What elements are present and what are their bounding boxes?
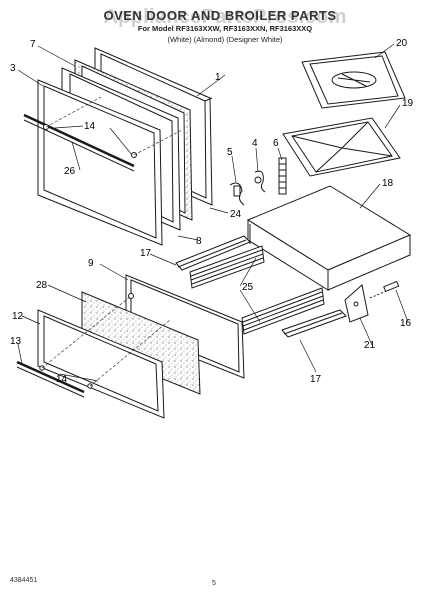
broiler-drawer-part-18 xyxy=(246,185,412,291)
callout-28: 28 xyxy=(36,280,48,291)
finish-note: (White) (Almond) (Designer White) xyxy=(167,35,283,44)
callout-20: 20 xyxy=(396,38,408,49)
alignment-lines xyxy=(41,96,183,387)
callout-18: 18 xyxy=(382,178,394,189)
slide-rail-part-17-upper xyxy=(175,235,251,271)
callout-25: 25 xyxy=(242,282,254,293)
spring-part-6 xyxy=(278,157,287,195)
watermark: AppliancePartsPros.com xyxy=(103,6,347,28)
callout-labels: 1 3 4 5 6 7 8 9 12 13 14 14 16 17 17 18 … xyxy=(10,38,414,385)
model-list: For Model RF3163XXW, RF3163XXN, RF3163XX… xyxy=(137,24,313,33)
callout-14-upper: 14 xyxy=(84,121,96,132)
drawer-glide-part-25-b xyxy=(241,287,325,335)
callout-8: 8 xyxy=(196,236,202,247)
callout-26: 26 xyxy=(64,166,76,177)
callout-4: 4 xyxy=(252,138,258,149)
broiler-grid-part-20 xyxy=(301,51,406,109)
callout-7: 7 xyxy=(30,39,36,50)
hinge-part-4 xyxy=(254,170,266,193)
callout-13: 13 xyxy=(10,336,22,347)
callout-16: 16 xyxy=(400,318,412,329)
callout-5: 5 xyxy=(227,147,233,158)
diagram-title: OVEN DOOR AND BROILER PARTS xyxy=(103,8,337,23)
callout-12: 12 xyxy=(12,311,24,322)
callout-17-lower: 17 xyxy=(310,374,322,385)
callout-1: 1 xyxy=(215,72,221,83)
callout-9: 9 xyxy=(88,258,94,269)
drawer-glide-part-25-a xyxy=(189,245,265,289)
outer-door-part-3 xyxy=(37,79,163,246)
bracket-part-21 xyxy=(344,284,369,323)
leader-lines xyxy=(17,43,409,382)
door-handle-part-26 xyxy=(23,113,137,172)
broiler-pan-part-19 xyxy=(282,117,401,177)
callout-3: 3 xyxy=(10,63,16,74)
callout-21: 21 xyxy=(364,340,376,351)
callout-17-upper: 17 xyxy=(140,248,152,259)
broiler-outer-door-part-12 xyxy=(37,309,165,419)
callout-14-lower: 14 xyxy=(56,374,68,385)
screw-part-16 xyxy=(369,280,400,299)
hinge-part-5 xyxy=(229,182,245,206)
callout-6: 6 xyxy=(273,138,279,149)
callout-24: 24 xyxy=(230,209,242,220)
document-number: 4384451 xyxy=(10,577,38,584)
slide-rail-part-17-lower xyxy=(281,309,347,338)
callout-19: 19 xyxy=(402,98,414,109)
page-number: 5 xyxy=(212,580,216,587)
